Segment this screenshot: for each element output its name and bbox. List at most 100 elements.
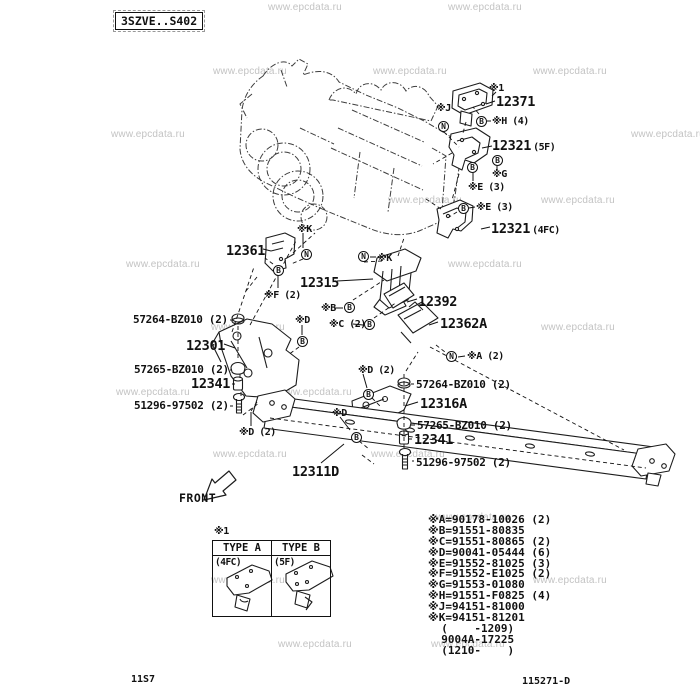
part-label-51296-97502 (2): 51296-97502 (2) xyxy=(134,399,229,412)
leader-lines xyxy=(223,91,647,469)
ref-marker-mC: ※C (2) xyxy=(329,319,366,330)
part-number: 51296-97502 (2) xyxy=(416,456,511,469)
part-label-57264-BZ010 (2): 57264-BZ010 (2) xyxy=(133,313,228,326)
part-drawings xyxy=(211,82,676,612)
part-label-12321: 12321(5F) xyxy=(492,138,556,154)
bolt-callout: B xyxy=(458,203,469,214)
part-label-57265-BZ010 (2): 57265-BZ010 (2) xyxy=(134,363,229,376)
engine-sketch xyxy=(239,58,461,236)
substitution-legend: ※A=90178-10026 (2)※B=91551-80835※C=91551… xyxy=(428,513,552,657)
part-variant-suffix: (5F) xyxy=(533,142,556,153)
bolt-callout: B xyxy=(492,155,503,166)
part-number: 12321 xyxy=(492,138,532,154)
legend-row: ※K=94151-81201 xyxy=(428,611,525,625)
part-number: 12392 xyxy=(418,294,458,310)
ref-marker-mJ: ※J xyxy=(436,103,451,114)
bolt-callout: B xyxy=(344,302,355,313)
part-number: 12301 xyxy=(186,338,226,354)
legend-row: (1210- ) xyxy=(428,643,515,657)
bolt-callout: B xyxy=(364,319,375,330)
nut-callout: N xyxy=(446,351,457,362)
model-code-box: 3SZVE..S402 xyxy=(112,10,206,32)
type-table: TYPE A TYPE B (4FC) (5F) xyxy=(212,540,331,617)
ref-marker-m1_table: ※1 xyxy=(214,526,229,537)
part-number: 12341 xyxy=(191,376,231,392)
part-label-12301: 12301 xyxy=(186,338,225,354)
bolt-callout: B xyxy=(351,432,362,443)
ref-marker-mK1: ※K xyxy=(297,224,312,235)
bolt-callout: B xyxy=(363,389,374,400)
part-number: 12321 xyxy=(491,221,531,237)
ref-marker-mA: ※A (2) xyxy=(467,351,504,362)
watermark: www.epcdata.ru xyxy=(116,387,190,398)
legend-row: ※J=94151-81000 xyxy=(428,600,525,614)
legend-row: ※A=90178-10026 (2) xyxy=(428,513,552,526)
part-number: 12371 xyxy=(496,94,536,110)
legend-row: ※H=91551-F0825 (4) xyxy=(428,589,552,603)
type-table-header-a: TYPE A xyxy=(213,541,272,555)
legend-row: 9004A-17225 xyxy=(428,632,515,646)
part-label-12316A: 12316A xyxy=(420,396,467,412)
front-direction-label: FRONT xyxy=(179,491,217,505)
part-number: 12361 xyxy=(226,243,266,259)
legend-row: ( -1209) xyxy=(428,621,515,635)
watermark: www.epcdata.ru xyxy=(431,639,505,650)
part-number: 51296-97502 (2) xyxy=(134,399,229,412)
bolt-callout: B xyxy=(467,162,478,173)
watermark: www.epcdata.ru xyxy=(111,129,185,140)
ref-marker-mD4: ※D xyxy=(332,408,347,419)
ref-marker-mH: ※H (4) xyxy=(492,116,529,127)
part-label-12371: 12371 xyxy=(496,94,535,110)
part-label-12341: 12341 xyxy=(414,432,453,448)
part-label-57264-BZ010 (2): 57264-BZ010 (2) xyxy=(416,378,511,391)
part-number: 57265-BZ010 (2) xyxy=(134,363,229,376)
nut-callout: N xyxy=(438,121,449,132)
part-number: 57265-BZ010 (2) xyxy=(417,419,512,432)
part-number: 57264-BZ010 (2) xyxy=(133,313,228,326)
ref-marker-mE2: ※E (3) xyxy=(476,202,513,213)
ref-marker-m1_top: ※1 xyxy=(489,83,504,94)
watermark: www.epcdata.ru xyxy=(278,639,352,650)
ref-marker-mK2: ※K xyxy=(377,253,392,264)
ref-marker-mD2: ※D (2) xyxy=(239,427,276,438)
bolt-callout: B xyxy=(273,265,284,276)
legend-row: ※C=91551-80865 (2) xyxy=(428,534,552,548)
watermark: www.epcdata.ru xyxy=(278,387,352,398)
ref-marker-mF: ※F (2) xyxy=(264,290,301,301)
part-number: 12362A xyxy=(440,316,487,332)
part-number: 12311D xyxy=(292,464,339,480)
part-number: 57264-BZ010 (2) xyxy=(416,378,511,391)
part-label-12311D: 12311D xyxy=(292,464,339,480)
part-number: 12316A xyxy=(420,396,467,412)
legend-row: ※D=90041-05444 (6) xyxy=(428,545,552,559)
watermark: www.epcdata.ru xyxy=(541,322,615,333)
part-label-12321: 12321(4FC) xyxy=(491,221,560,237)
watermark: www.epcdata.ru xyxy=(631,129,700,140)
ref-marker-mG: ※G xyxy=(492,169,507,180)
type-table-divider xyxy=(271,556,272,617)
front-arrow xyxy=(203,470,237,501)
legend-row: ※F=91552-E1025 (2) xyxy=(428,567,552,581)
nut-callout: N xyxy=(301,249,312,260)
bolt-callout: B xyxy=(297,336,308,347)
part-label-51296-97502 (2): 51296-97502 (2) xyxy=(416,456,511,469)
part-label-12361: 12361 xyxy=(226,243,265,259)
watermark: www.epcdata.ru xyxy=(448,259,522,270)
bolt-callout: B xyxy=(476,116,487,127)
watermark: www.epcdata.ru xyxy=(533,575,607,586)
page-code: 11S7 xyxy=(131,674,156,685)
model-code: 3SZVE..S402 xyxy=(121,14,198,28)
legend-row: ※B=91551-80835 xyxy=(428,523,525,537)
part-label-57265-BZ010 (2): 57265-BZ010 (2) xyxy=(417,419,512,432)
watermark: www.epcdata.ru xyxy=(541,195,615,206)
type-a-variant: (4FC) xyxy=(215,557,242,568)
ref-marker-mD1: ※D xyxy=(295,315,310,326)
part-number: 12341 xyxy=(414,432,454,448)
type-table-header-b: TYPE B xyxy=(282,542,320,554)
legend-row: ※E=91552-81025 (3) xyxy=(428,556,552,570)
watermark: www.epcdata.ru xyxy=(533,66,607,77)
watermark: www.epcdata.ru xyxy=(388,195,462,206)
ref-marker-mE1: ※E (3) xyxy=(468,182,505,193)
